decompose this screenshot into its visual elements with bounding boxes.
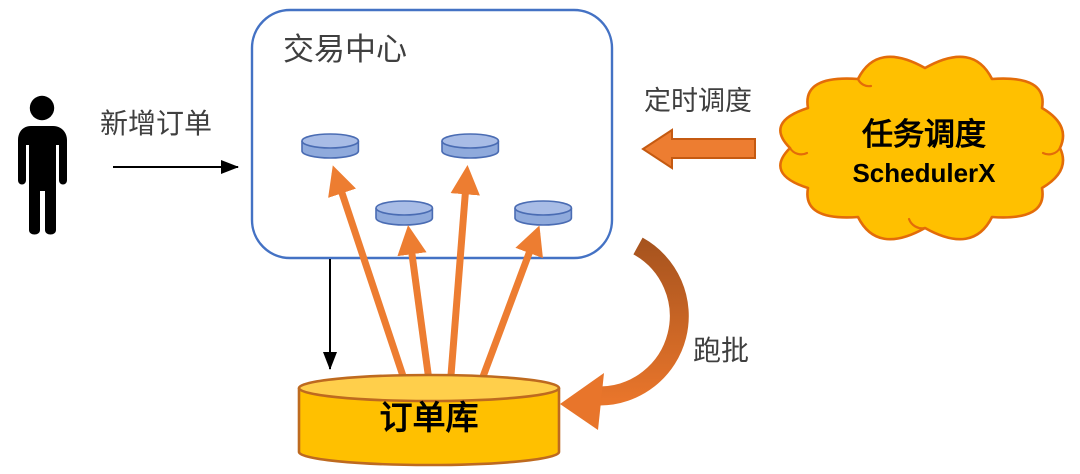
scheduled-dispatch-label: 定时调度 xyxy=(644,86,752,116)
instance-cylinder-2 xyxy=(441,133,500,159)
scheduler-cloud-text: 任务调度 SchedulerX xyxy=(786,109,1062,189)
order-db-cylinder xyxy=(297,373,561,467)
batch-run-label: 跑批 xyxy=(693,335,750,366)
dispatch-block-arrow xyxy=(641,128,756,170)
batch-run-arrow xyxy=(560,237,689,430)
scheduler-cloud xyxy=(779,55,1065,241)
new-order-label: 新增订单 xyxy=(100,108,213,139)
scheduler-cloud-title: 任务调度 xyxy=(862,117,986,152)
trade-center-label: 交易中心 xyxy=(283,32,407,67)
scheduler-cloud-subtitle: SchedulerX xyxy=(852,158,996,188)
instance-cylinder-3 xyxy=(375,200,434,226)
instance-cylinder-1 xyxy=(301,133,360,159)
batch-fanout-arrows xyxy=(328,165,543,392)
instance-cylinder-4 xyxy=(514,200,573,226)
order-db-label: 订单库 xyxy=(379,399,479,436)
person-icon xyxy=(18,95,67,235)
